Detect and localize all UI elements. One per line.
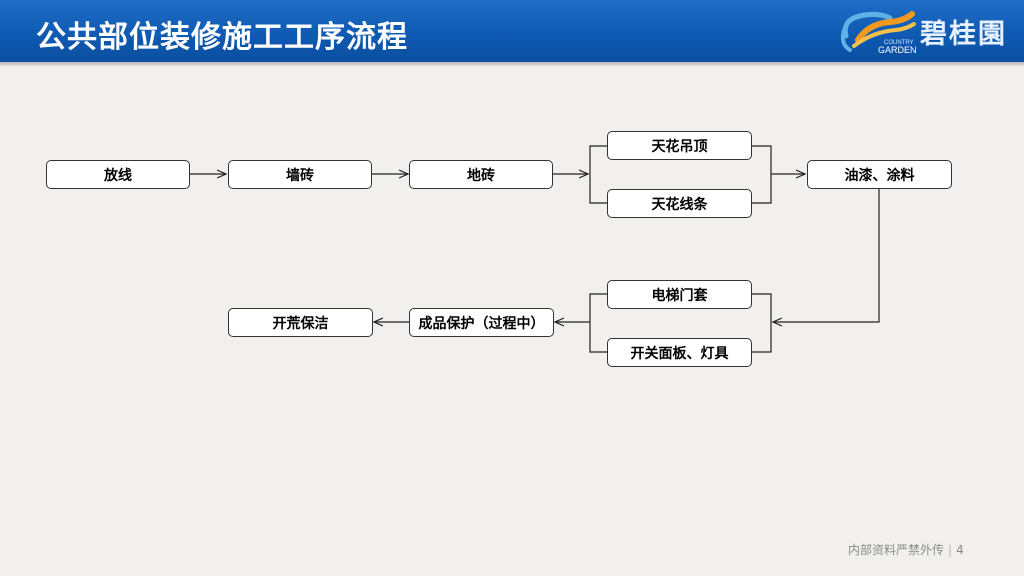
footer-divider: | bbox=[948, 543, 953, 557]
page-number: 4 bbox=[956, 543, 964, 557]
connector-paint-to-door bbox=[773, 188, 880, 322]
step-tianhua-xiantiao: 天花线条 bbox=[607, 189, 752, 218]
step-kaihuang-baojie: 开荒保洁 bbox=[228, 308, 373, 337]
country-garden-logo-icon: COUNTRY GARDEN bbox=[840, 11, 917, 55]
logo-brand-name: 碧桂園 bbox=[920, 19, 1007, 50]
footer: 内部资料严禁外传|4 bbox=[848, 541, 964, 558]
logo-garden-text: GARDEN bbox=[878, 45, 917, 55]
step-chengpin-baohu: 成品保护（过程中） bbox=[409, 308, 554, 337]
step-tianhua-diaoding: 天花吊顶 bbox=[607, 131, 752, 160]
step-dianti-mentao: 电梯门套 bbox=[607, 280, 752, 309]
bracket-ceiling-right bbox=[752, 145, 772, 204]
header-bar bbox=[0, 0, 1024, 62]
header-shadow bbox=[0, 62, 1024, 67]
step-youqi-tuliao: 油漆、涂料 bbox=[807, 160, 952, 189]
logo-country-text: COUNTRY bbox=[884, 40, 914, 46]
step-qiangzhuan: 墙砖 bbox=[228, 160, 372, 189]
step-kaiguan-mianban: 开关面板、灯具 bbox=[607, 338, 752, 367]
bracket-door-right bbox=[752, 293, 772, 353]
bracket-ceiling-left bbox=[589, 145, 607, 204]
footer-notice: 内部资料严禁外传 bbox=[848, 543, 945, 557]
step-fangxian: 放线 bbox=[46, 160, 190, 189]
bracket-door-left bbox=[589, 293, 607, 353]
page-title: 公共部位装修施工工序流程 bbox=[36, 20, 408, 55]
step-dizhuan: 地砖 bbox=[409, 160, 553, 189]
